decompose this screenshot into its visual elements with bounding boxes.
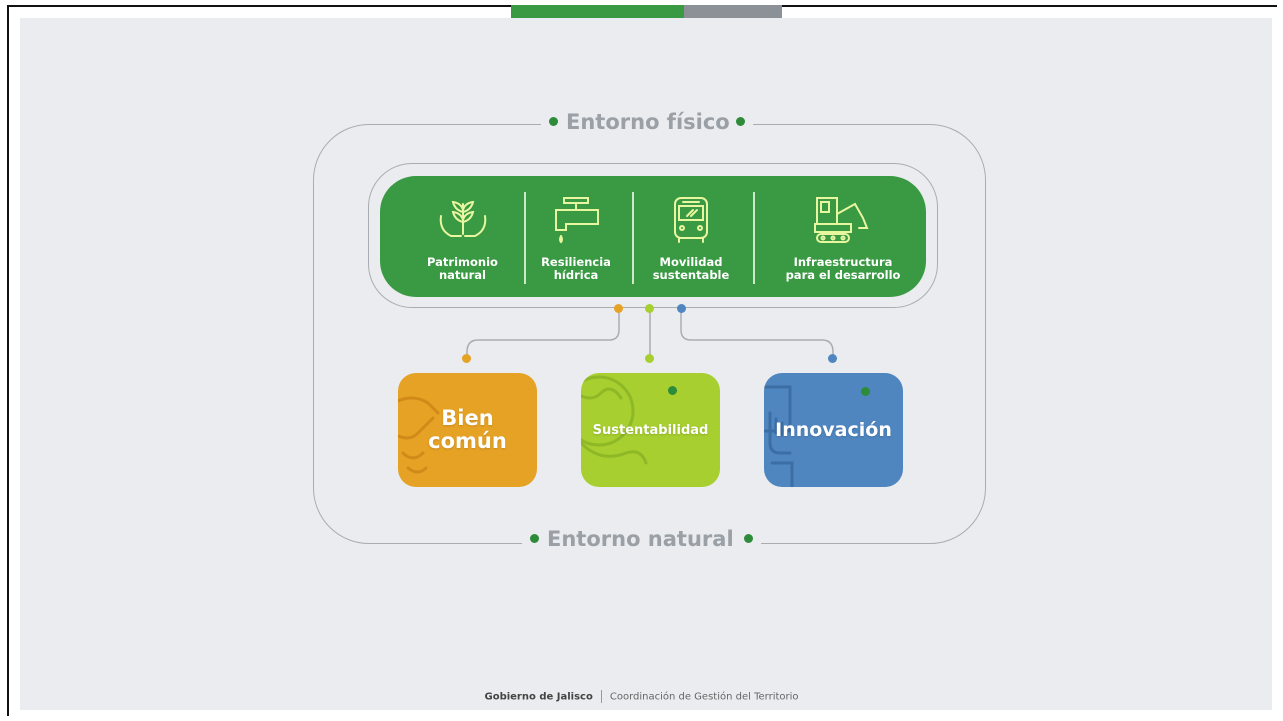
footer: Gobierno de Jalisco Coordinación de Gesti… — [0, 690, 1283, 703]
pillar-label: Infraestructura para el desarrollo — [785, 255, 901, 282]
bottom-heading: Entorno natural — [522, 527, 761, 551]
dot-blue-bottom — [828, 354, 837, 363]
hands-plant-icon — [439, 200, 486, 237]
pillar-patrimonio: Patrimonio natural — [410, 176, 515, 297]
footer-org: Gobierno de Jalisco — [484, 691, 593, 703]
top-heading-text: Entorno físico — [566, 110, 730, 134]
hand-tablet-icon — [764, 385, 794, 487]
top-accent-green — [511, 5, 684, 18]
card-label: Innovación — [775, 419, 892, 441]
card-dot — [861, 387, 870, 396]
connector-blue — [680, 310, 834, 359]
pillar-divider — [524, 192, 526, 284]
handshake-icon — [398, 396, 440, 474]
heading-dot-left — [530, 533, 539, 543]
dot-blue-top — [677, 304, 686, 313]
pillar-resiliencia: Resiliencia hídrica — [530, 176, 622, 297]
bottom-heading-text: Entorno natural — [547, 527, 734, 551]
pillar-infraestructura: Infraestructura para el desarrollo — [760, 176, 926, 297]
card-bien-comun: Bien común — [398, 373, 537, 487]
pillar-label: Patrimonio natural — [427, 255, 498, 282]
pillar-divider — [632, 192, 634, 284]
water-tap-icon — [555, 197, 599, 244]
top-heading: Entorno físico — [541, 110, 753, 134]
heading-dot-right — [735, 116, 745, 126]
excavator-icon — [814, 197, 869, 243]
dot-lime-bottom — [645, 354, 654, 363]
dot-lime-top — [645, 304, 654, 313]
globe-icon — [581, 375, 648, 465]
pillar-divider — [753, 192, 755, 284]
pillar-movilidad: Movilidad sustentable — [636, 176, 746, 297]
card-dot — [668, 386, 677, 395]
dot-orange-top — [614, 304, 623, 313]
top-accent-gray — [684, 5, 782, 18]
card-label: Bien común — [428, 406, 507, 453]
pillars-panel: Patrimonio natural Resiliencia hídrica M… — [380, 176, 926, 297]
connector-orange — [466, 310, 620, 359]
card-sustentabilidad: Sustentabilidad — [581, 373, 720, 487]
card-innovacion: Innovación — [764, 373, 903, 487]
heading-dot-right — [743, 533, 753, 543]
bus-icon — [674, 197, 708, 243]
heading-dot-left — [549, 116, 558, 126]
pillar-label: Resiliencia hídrica — [541, 255, 611, 282]
footer-unit: Coordinación de Gestión del Territorio — [609, 691, 799, 703]
dot-orange-bottom — [462, 354, 471, 363]
pillar-label: Movilidad sustentable — [652, 255, 730, 282]
card-label: Sustentabilidad — [592, 422, 709, 438]
footer-divider — [600, 690, 602, 703]
